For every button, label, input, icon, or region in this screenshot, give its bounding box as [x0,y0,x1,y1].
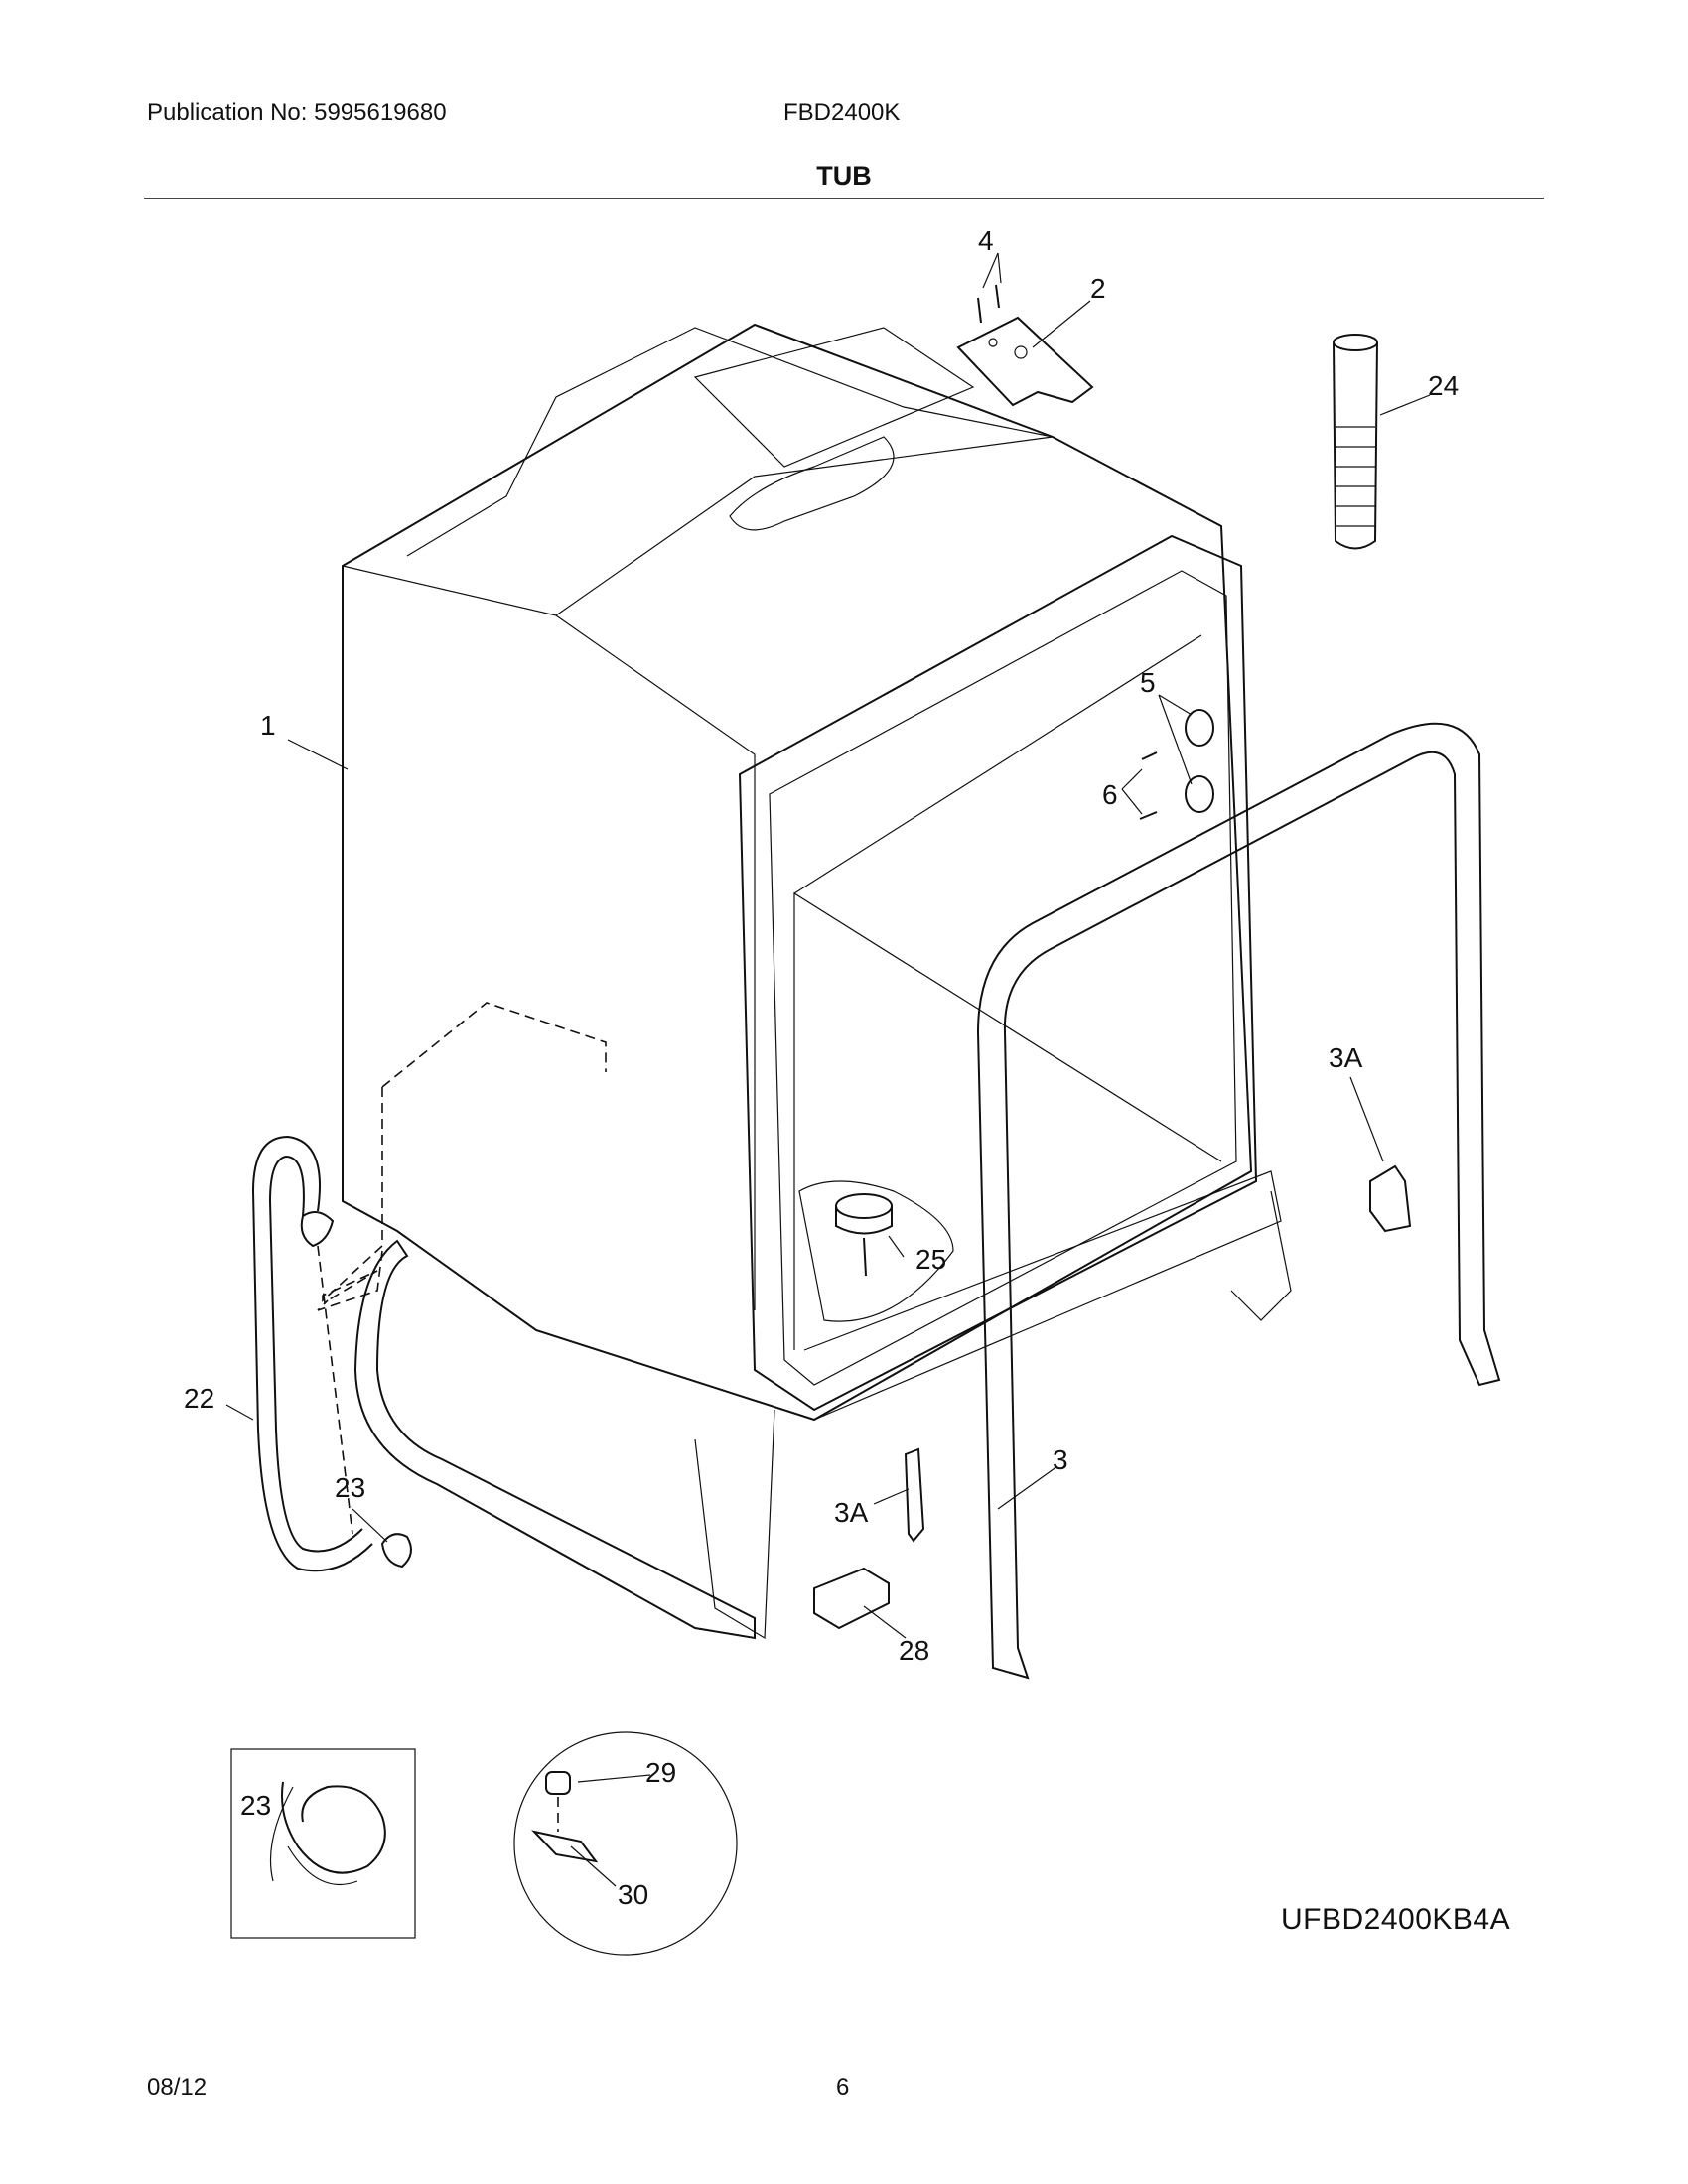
callout-3: 3 [1053,1444,1068,1475]
rack-wheels [1139,709,1214,820]
callout-5: 5 [1140,667,1156,698]
tub-frame [353,1239,756,1640]
callout-30: 30 [618,1879,648,1910]
callout-3a-lower: 3A [834,1497,869,1528]
drain-hose [251,1135,373,1572]
callout-1: 1 [260,710,276,741]
callout-28: 28 [899,1635,929,1666]
tub-body [342,323,1292,1640]
hose-clamp [380,1533,412,1569]
hose-clamp-top [300,1211,335,1248]
drain-hose-inner [268,1155,363,1553]
callout-29: 29 [645,1757,676,1788]
door-strike-right [1369,1164,1412,1233]
callout-3a-right: 3A [1329,1042,1363,1073]
callout-24: 24 [1428,370,1459,401]
callout-23-inset: 23 [240,1790,271,1821]
page-title: TUB [816,161,872,191]
callout-2: 2 [1090,273,1106,304]
hidden-outline [317,1002,607,1311]
footer-date: 08/12 [147,2074,208,2101]
callout-6: 6 [1102,779,1118,810]
callout-4: 4 [978,225,994,256]
callout-22: 22 [184,1383,214,1414]
sensor-inset [513,1731,738,1956]
float-switch [813,1567,890,1630]
vent-tube [1333,334,1378,550]
title-rule [144,198,1544,199]
float-assembly [835,1193,893,1277]
diagram-code: UFBD2400KB4A [1281,1903,1511,1936]
model-number: FBD2400K [783,99,901,126]
callout-25: 25 [915,1244,946,1275]
door-gasket [976,722,1501,1680]
clamp-inset [230,1748,416,1939]
page-number: 6 [836,2074,850,2101]
publication-number: Publication No: 5995619680 [147,99,447,126]
door-strike-lower [904,1447,925,1543]
hinge-bracket [956,284,1094,407]
leader-lines [225,252,1431,1887]
callout-23: 23 [335,1472,365,1503]
